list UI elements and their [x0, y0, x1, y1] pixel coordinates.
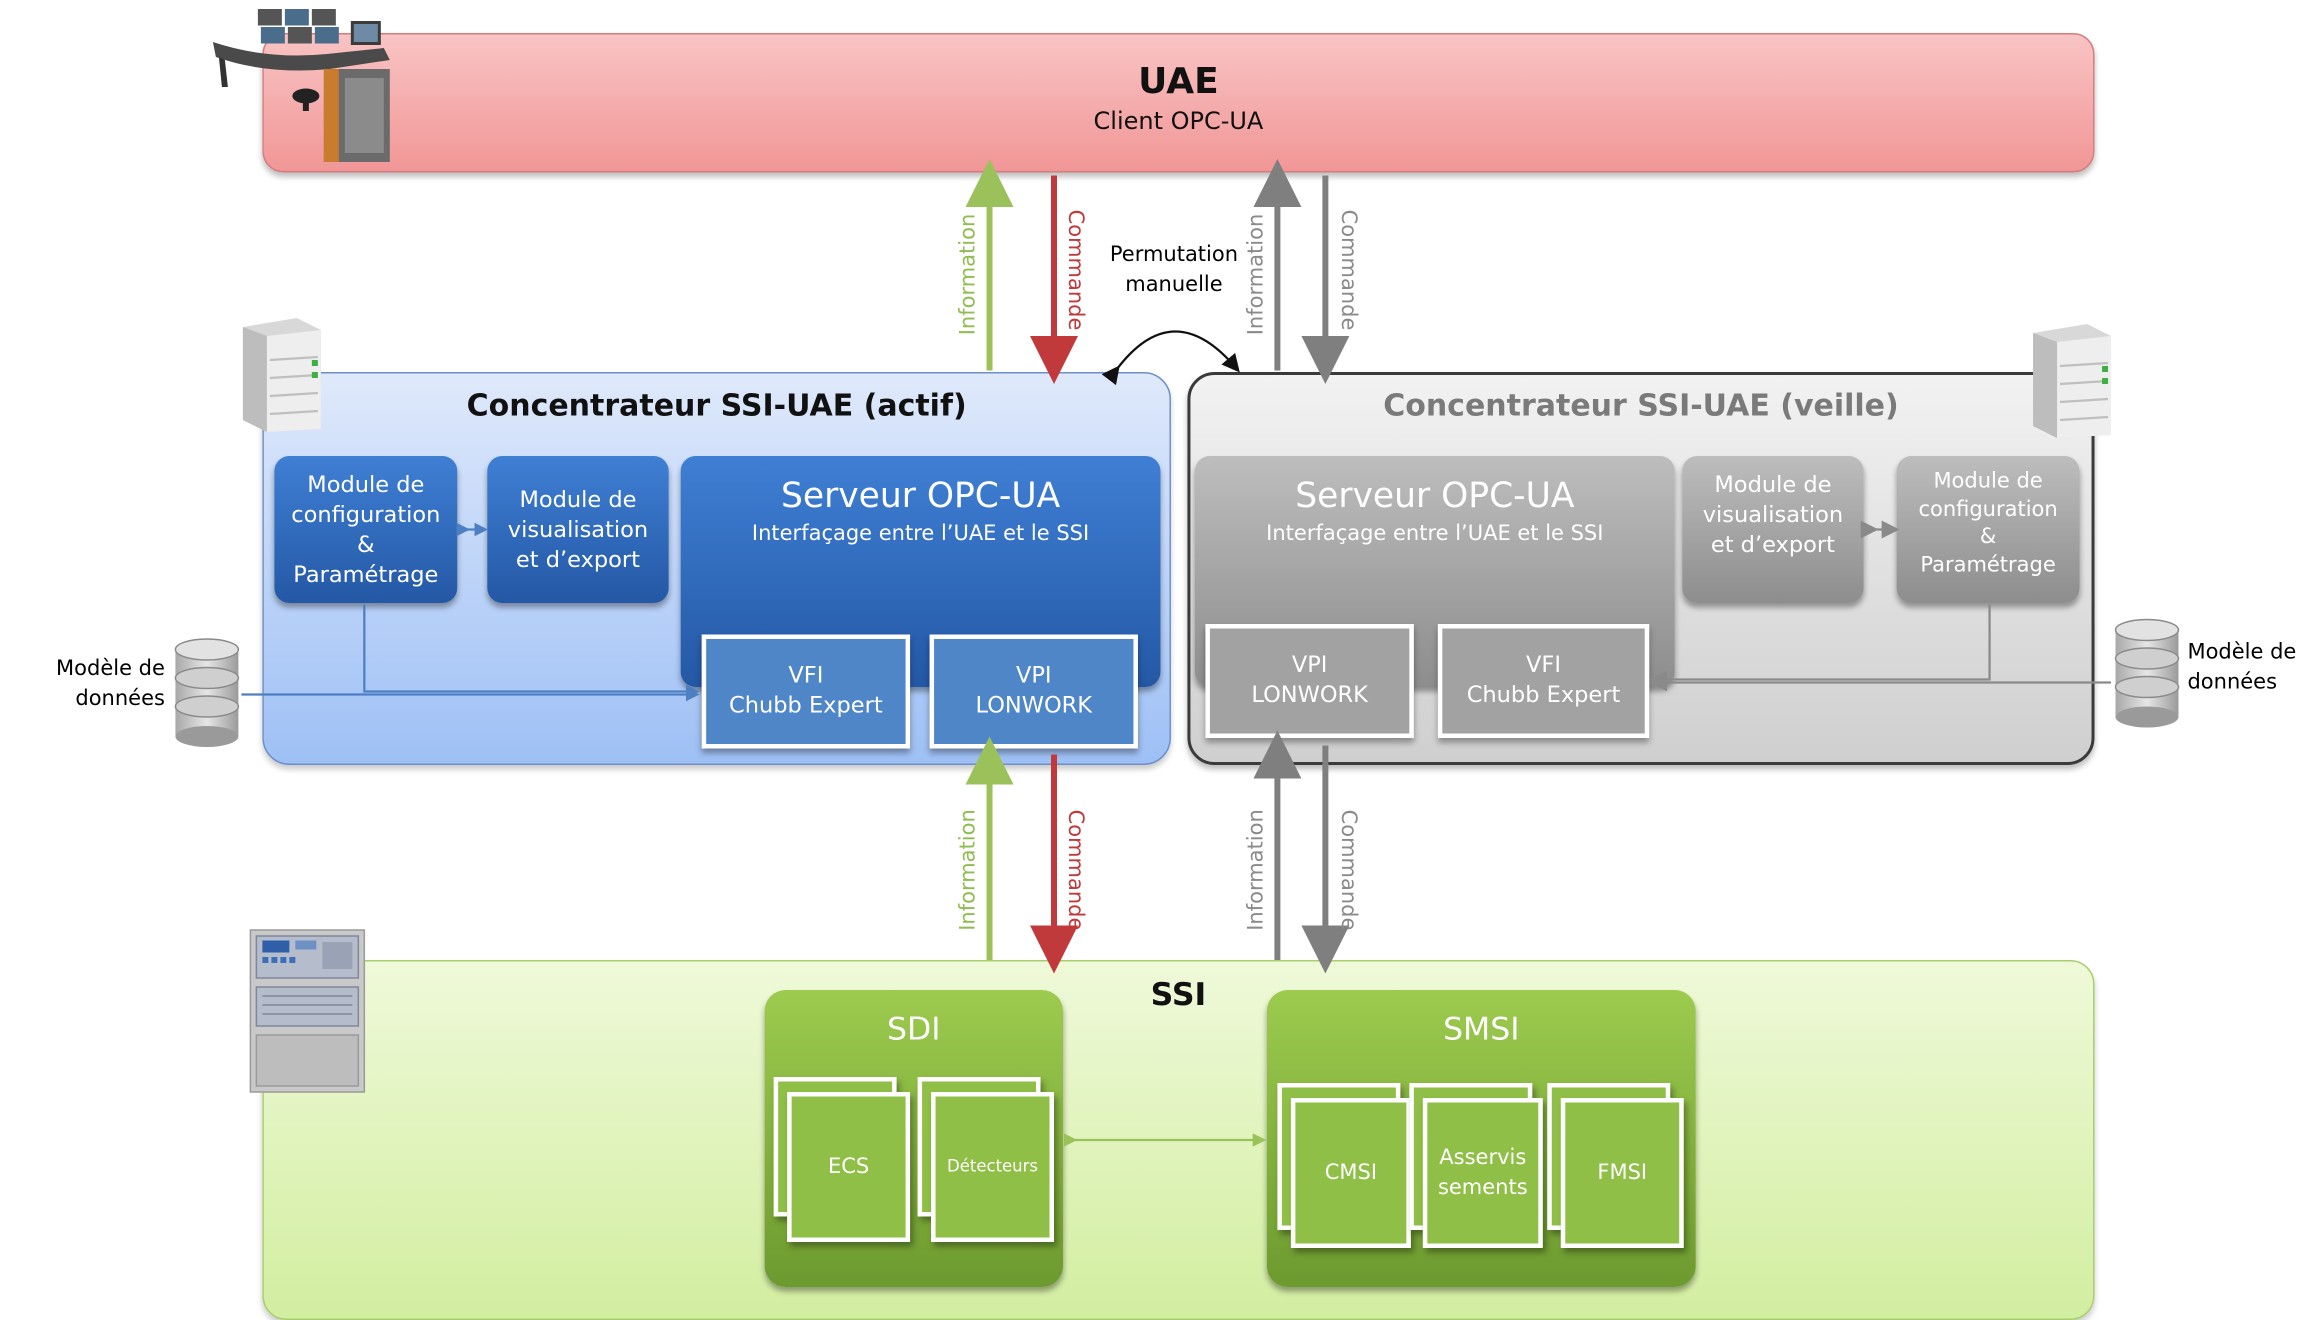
fmsi-label: FMSI — [1597, 1161, 1648, 1185]
active-server-subtitle: Interfaçage entre l’UAE et le SSI — [751, 522, 1090, 546]
link-standby-config-vfi — [1649, 604, 1991, 689]
standby-config-line3: & — [1979, 525, 1997, 549]
standby-config-line2: configuration — [1918, 497, 2058, 522]
server-tower-icon — [242, 318, 321, 432]
db-right-label: Modèle de données — [2187, 638, 2322, 698]
active-vpi-line2: LONWORK — [975, 691, 1093, 719]
standby-vfi-line2: Chubb Expert — [1466, 681, 1621, 708]
active-config-line3: & — [357, 531, 375, 558]
standby-vfi-line1: VFI — [1526, 651, 1562, 678]
control-room-icon — [212, 9, 390, 162]
active-visu-line1: Module de — [519, 486, 637, 513]
standby-server-subtitle: Interfaçage entre l’UAE et le SSI — [1266, 522, 1604, 546]
standby-server-title: Serveur OPC-UA — [1295, 477, 1575, 516]
label-info-uae-active: Information — [956, 213, 981, 336]
uae-bar — [262, 33, 2095, 173]
asservissements-line1: Asservis — [1439, 1146, 1527, 1170]
active-config-line1: Module de — [307, 471, 425, 498]
label-info-ssi-active: Information — [956, 809, 981, 931]
permutation-arrow — [1101, 330, 1240, 386]
standby-visu-module: Module de visualisation et d’export — [1682, 456, 1864, 603]
standby-visu-line3: et d’export — [1710, 531, 1835, 558]
standby-config-module: Module de configuration & Paramétrage — [1896, 456, 2080, 603]
db-left-line1: Modèle de — [56, 657, 165, 681]
label-cmd-ssi-active: Commande — [1063, 809, 1087, 931]
standby-title: Concentrateur SSI-UAE (veille) — [1383, 387, 1899, 423]
standby-visu-line2: visualisation — [1702, 501, 1844, 528]
active-config-line2: configuration — [291, 501, 441, 528]
active-vfi-line2: Chubb Expert — [729, 691, 883, 719]
detectors-card: Détecteurs — [931, 1092, 1055, 1242]
detectors-label: Détecteurs — [947, 1156, 1039, 1177]
link-active-config-vfi — [363, 604, 700, 699]
active-config-line4: Paramétrage — [293, 561, 439, 588]
active-visu-line2: visualisation — [507, 516, 649, 543]
standby-vfi-box: VFI Chubb Expert — [1437, 624, 1650, 738]
active-vpi-box: VPI LONWORK — [929, 634, 1138, 749]
active-vfi-line1: VFI — [788, 661, 824, 689]
smsi-title: SMSI — [1443, 1011, 1520, 1047]
standby-config-line4: Paramétrage — [1920, 552, 2056, 577]
label-cmd-ssi-standby: Commande — [1335, 809, 1360, 931]
ecs-label: ECS — [827, 1155, 870, 1179]
db-left-line2: données — [75, 687, 165, 711]
permutation-line1: Permutation — [1109, 243, 1239, 267]
permutation-label: Permutation manuelle — [1082, 240, 1265, 300]
server-tower-icon — [2033, 324, 2112, 438]
ssi-title: SSI — [1150, 976, 1207, 1013]
ecs-card: ECS — [787, 1092, 911, 1242]
active-title: Concentrateur SSI-UAE (actif) — [466, 387, 967, 423]
standby-visu-line1: Module de — [1714, 471, 1832, 498]
database-icon — [174, 638, 240, 747]
label-cmd-uae-standby: Commande — [1335, 209, 1360, 331]
active-vpi-line1: VPI — [1015, 661, 1052, 689]
active-visu-line3: et d’export — [515, 546, 641, 573]
cmsi-card: CMSI — [1290, 1098, 1411, 1248]
fire-panel-icon — [249, 929, 366, 1093]
db-left-label: Modèle de données — [30, 654, 165, 714]
label-info-ssi-standby: Information — [1244, 809, 1269, 931]
permutation-line2: manuelle — [1125, 273, 1223, 297]
asservissements-card: Asservis sements — [1422, 1098, 1543, 1248]
uae-subtitle: Client OPC-UA — [1093, 106, 1264, 136]
uae-title: UAE — [1138, 60, 1219, 102]
active-config-module: Module de configuration & Paramétrage — [274, 456, 458, 603]
standby-vpi-box: VPI LONWORK — [1205, 624, 1414, 738]
standby-config-line1: Module de — [1933, 469, 2043, 494]
asservissements-line2: sements — [1437, 1176, 1528, 1200]
standby-vpi-line1: VPI — [1291, 651, 1328, 678]
standby-vpi-line2: LONWORK — [1251, 681, 1368, 708]
fmsi-card: FMSI — [1560, 1098, 1684, 1248]
db-right-line2: données — [2187, 670, 2278, 695]
cmsi-label: CMSI — [1324, 1161, 1378, 1185]
active-vfi-box: VFI Chubb Expert — [701, 634, 911, 749]
active-server-title: Serveur OPC-UA — [780, 477, 1061, 516]
active-visu-module: Module de visualisation et d’export — [487, 456, 669, 603]
database-icon — [2114, 618, 2180, 728]
db-right-line1: Modèle de — [2187, 640, 2297, 665]
sdi-title: SDI — [887, 1011, 941, 1047]
